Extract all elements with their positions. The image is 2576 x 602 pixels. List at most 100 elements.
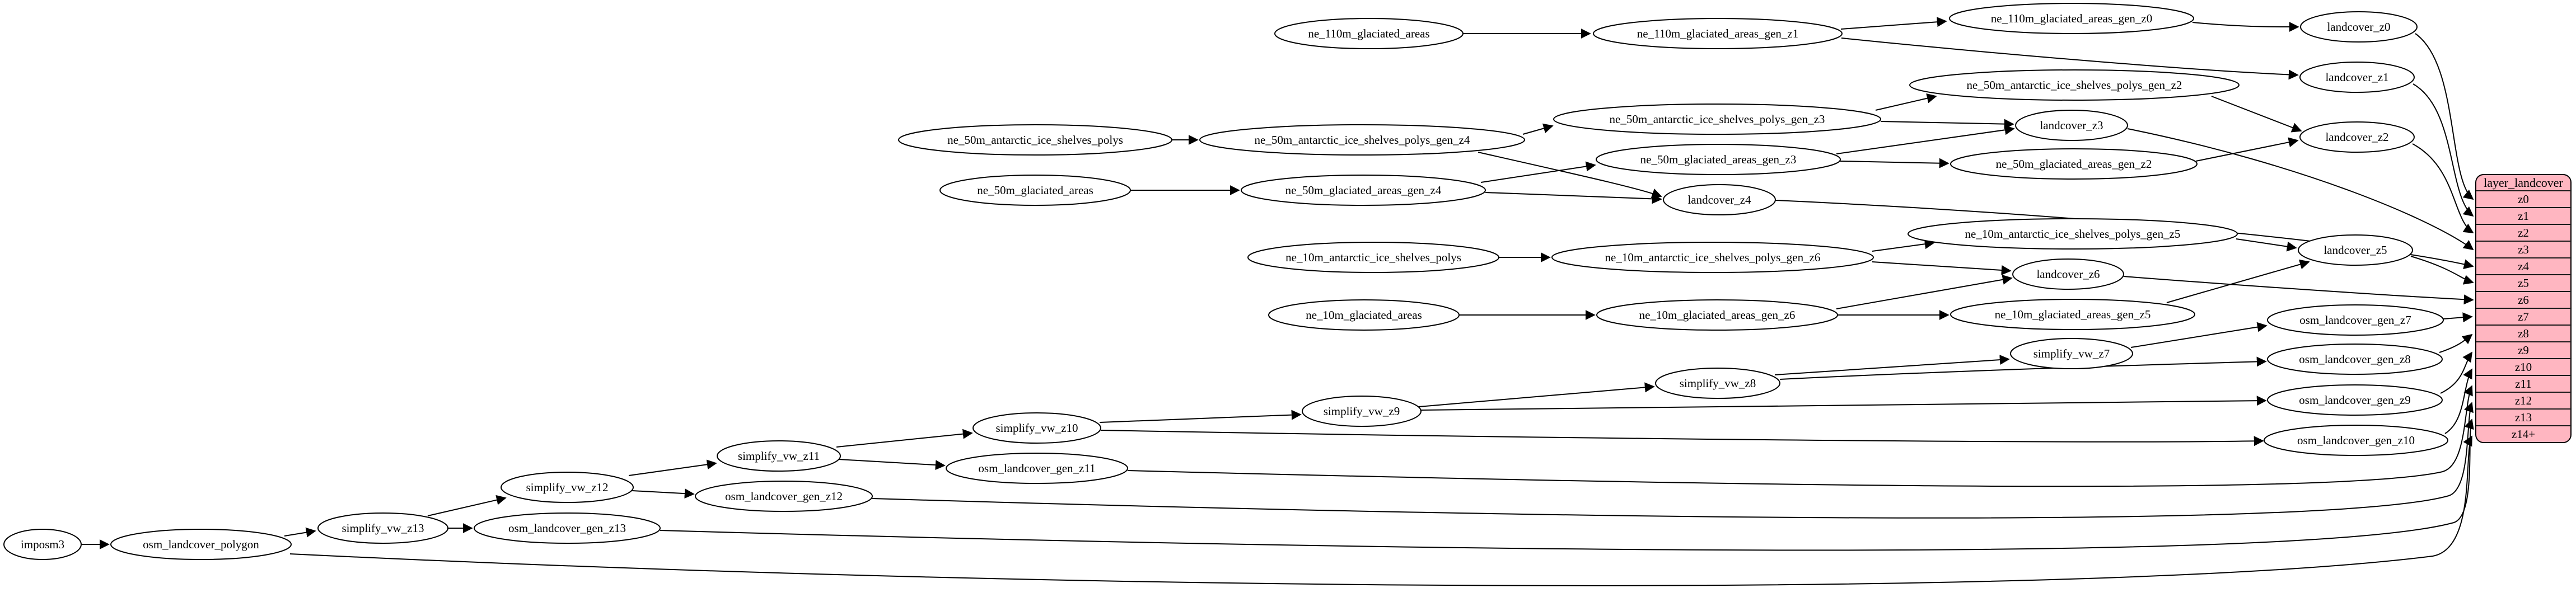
edge-simplify_vw_z11-to-osm_landcover_gen_z11 bbox=[838, 459, 946, 471]
node-ellipse bbox=[1596, 299, 1838, 331]
node-ellipse bbox=[2300, 11, 2418, 43]
record-row-z14plus: z14+ bbox=[2512, 427, 2535, 441]
node-label: ne_10m_antarctic_ice_shelves_polys_gen_z… bbox=[1605, 251, 1821, 264]
edge-ne_10m_polys_gen_z5-to-landcover_z5 bbox=[2236, 238, 2297, 252]
node-ne_10m_glaciated_areas: ne_10m_glaciated_areas bbox=[1268, 299, 1460, 331]
edge-osm_landcover_gen_z11-to-row-z11 bbox=[1127, 385, 2473, 487]
record-row-z1: z1 bbox=[2518, 209, 2529, 223]
node-label: landcover_z2 bbox=[2325, 130, 2388, 144]
node-label: simplify_vw_z10 bbox=[996, 421, 1078, 435]
node-ne_110m_glaciated_areas_gen_z0: ne_110m_glaciated_areas_gen_z0 bbox=[1949, 3, 2194, 34]
node-label: osm_landcover_gen_z7 bbox=[2299, 313, 2411, 327]
node-landcover_z2: landcover_z2 bbox=[2299, 121, 2415, 153]
node-osm_landcover_gen_z7: osm_landcover_gen_z7 bbox=[2267, 304, 2444, 336]
node-ne_10m_glaciated_areas_gen_z5: ne_10m_glaciated_areas_gen_z5 bbox=[1950, 299, 2195, 330]
record-row-z6: z6 bbox=[2518, 293, 2529, 307]
node-simplify_vw_z9: simplify_vw_z9 bbox=[1302, 396, 1422, 427]
node-ne_50m_glaciated_areas_gen_z3: ne_50m_glaciated_areas_gen_z3 bbox=[1596, 144, 1841, 175]
node-simplify_vw_z8: simplify_vw_z8 bbox=[1655, 368, 1780, 399]
edge-simplify_vw_z7-to-osm_landcover_gen_z7 bbox=[2130, 322, 2268, 348]
node-label: ne_50m_glaciated_areas bbox=[977, 184, 1093, 197]
record-row-z2: z2 bbox=[2518, 226, 2529, 239]
node-ellipse bbox=[1302, 396, 1422, 427]
node-ellipse bbox=[1268, 299, 1460, 331]
edge-ne_110m_glaciated_areas_gen_z1-to-ne_110m_glaciated_areas_gen_z0 bbox=[1840, 17, 1947, 30]
node-ellipse bbox=[946, 453, 1128, 484]
node-label: landcover_z3 bbox=[2040, 119, 2103, 132]
node-label: landcover_z0 bbox=[2327, 20, 2390, 34]
node-label: osm_landcover_gen_z13 bbox=[508, 521, 626, 535]
node-ne_10m_glaciated_areas_gen_z6: ne_10m_glaciated_areas_gen_z6 bbox=[1596, 299, 1838, 331]
node-simplify_vw_z11: simplify_vw_z11 bbox=[717, 440, 841, 472]
node-label: landcover_z1 bbox=[2325, 70, 2388, 84]
record-row-z0: z0 bbox=[2518, 192, 2529, 206]
node-ellipse bbox=[110, 529, 292, 560]
edge-simplify_vw_z12-to-simplify_vw_z11 bbox=[628, 459, 717, 476]
edge-simplify_vw_z10-to-osm_landcover_gen_z10 bbox=[1100, 430, 2264, 446]
node-ellipse bbox=[1241, 175, 1486, 206]
node-label: ne_50m_antarctic_ice_shelves_polys_gen_z… bbox=[1255, 133, 1470, 147]
node-ellipse bbox=[973, 412, 1101, 444]
node-label: osm_landcover_gen_z11 bbox=[978, 462, 1095, 475]
node-label: simplify_vw_z9 bbox=[1324, 405, 1400, 418]
record-row-z4: z4 bbox=[2518, 260, 2529, 273]
edge-simplify_vw_z13-to-simplify_vw_z12 bbox=[427, 495, 507, 516]
node-ne_50m_antarctic_ice_shelves_polys_gen_z2: ne_50m_antarctic_ice_shelves_polys_gen_z… bbox=[1909, 69, 2240, 101]
node-osm_landcover_polygon: osm_landcover_polygon bbox=[110, 529, 292, 560]
node-landcover_z6: landcover_z6 bbox=[2012, 258, 2124, 290]
record-row-z9: z9 bbox=[2518, 344, 2529, 357]
node-ellipse bbox=[2298, 234, 2413, 266]
node-ne_10m_antarctic_ice_shelves_polys: ne_10m_antarctic_ice_shelves_polys bbox=[1247, 242, 1499, 273]
node-ellipse bbox=[1950, 148, 2198, 180]
edge-osm_landcover_gen_z10-to-row-z10 bbox=[2444, 368, 2472, 434]
node-ellipse bbox=[1199, 124, 1525, 156]
node-ellipse bbox=[1908, 218, 2238, 250]
node-ellipse bbox=[1247, 242, 1499, 273]
node-landcover_z4: landcover_z4 bbox=[1663, 184, 1776, 215]
node-label: osm_landcover_gen_z9 bbox=[2299, 393, 2410, 407]
node-label: simplify_vw_z8 bbox=[1680, 377, 1756, 390]
node-ellipse bbox=[2264, 425, 2448, 456]
node-ellipse bbox=[1596, 144, 1841, 175]
edge-osm_landcover_gen_z12-to-row-z12 bbox=[872, 402, 2474, 519]
record-row-z5: z5 bbox=[2518, 276, 2529, 290]
edge-ne_10m_glaciated_gen_z6-to-landcover_z6 bbox=[1836, 274, 2013, 309]
node-ne_50m_glaciated_areas_gen_z4: ne_50m_glaciated_areas_gen_z4 bbox=[1241, 175, 1486, 206]
node-ne_50m_glaciated_areas: ne_50m_glaciated_areas bbox=[939, 175, 1131, 206]
edge-ne_10m_glaciated_gen_z5-to-landcover_z5 bbox=[2166, 259, 2310, 303]
edge-osm_landcover_gen_z8-to-row-z8 bbox=[2439, 333, 2473, 353]
edge-ne_110m_glaciated_areas_gen_z0-to-landcover_z0 bbox=[2192, 21, 2299, 32]
node-ellipse bbox=[1593, 18, 1843, 49]
edge-ne_50m_glaciated_gen_z4-to-landcover_z4 bbox=[1485, 192, 1662, 204]
node-label: landcover_z6 bbox=[2036, 267, 2100, 281]
node-ellipse bbox=[1274, 18, 1464, 49]
edge-ne_10m_polys_gen_z6-to-gen_z5 bbox=[1872, 239, 1935, 252]
node-ellipse bbox=[717, 440, 841, 472]
node-label: ne_10m_glaciated_areas bbox=[1306, 308, 1422, 322]
node-simplify_vw_z13: simplify_vw_z13 bbox=[317, 512, 448, 544]
edge-ne_110m_glaciated_areas_gen_z1-to-landcover_z1 bbox=[1841, 37, 2299, 80]
node-label: ne_50m_antarctic_ice_shelves_polys bbox=[947, 133, 1123, 147]
node-label: ne_110m_glaciated_areas_gen_z0 bbox=[1991, 12, 2152, 25]
node-ellipse bbox=[501, 472, 634, 503]
node-ellipse bbox=[1950, 299, 2195, 330]
node-ne_110m_glaciated_areas: ne_110m_glaciated_areas bbox=[1274, 18, 1464, 49]
record-row-z13: z13 bbox=[2515, 411, 2532, 424]
edge-simplify_vw_z9-to-simplify_vw_z8 bbox=[1418, 382, 1655, 407]
node-ellipse bbox=[939, 175, 1131, 206]
node-label: ne_10m_antarctic_ice_shelves_polys_gen_z… bbox=[1965, 227, 2181, 241]
edge-ne_50m_glaciated_gen_z4-to-gen_z3 bbox=[1480, 161, 1596, 183]
node-label: osm_landcover_gen_z8 bbox=[2299, 352, 2410, 366]
edge-layer bbox=[81, 17, 2474, 586]
edge-landcover_z0-to-row-z0 bbox=[2415, 33, 2474, 200]
record-row-z11: z11 bbox=[2515, 377, 2532, 391]
node-osm_landcover_gen_z12: osm_landcover_gen_z12 bbox=[695, 481, 873, 512]
node-label: osm_landcover_gen_z10 bbox=[2297, 434, 2415, 447]
node-label: ne_50m_glaciated_areas_gen_z4 bbox=[1285, 184, 1442, 197]
edge-ne_50m_polys_gen_z3-to-gen_z2 bbox=[1875, 93, 1937, 111]
node-label: simplify_vw_z13 bbox=[342, 521, 424, 535]
node-label: osm_landcover_polygon bbox=[143, 538, 259, 551]
node-label: imposm3 bbox=[21, 538, 64, 551]
edge-ne_50m_polys_gen_z4-to-gen_z3 bbox=[1522, 123, 1554, 135]
node-ellipse bbox=[2267, 384, 2443, 416]
